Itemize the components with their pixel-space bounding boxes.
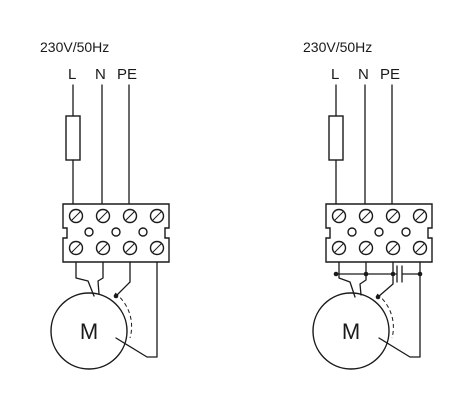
link-icon — [347, 227, 357, 237]
link-icon — [111, 227, 121, 237]
screw-icon — [122, 208, 138, 224]
pe-lead-right — [378, 261, 421, 358]
link-icon — [401, 227, 411, 237]
motor-lead-3-right — [377, 261, 394, 298]
supply-label-left: 230V/50Hz — [40, 39, 109, 55]
screw-icon — [68, 240, 84, 256]
screw-icon — [385, 208, 401, 224]
motor-label-right: M — [342, 319, 360, 344]
junction-dot — [333, 271, 339, 277]
screw-icon — [331, 240, 347, 256]
motor-circle-right — [312, 292, 390, 370]
supply-label-right: 230V/50Hz — [303, 39, 372, 55]
link-icon — [374, 227, 384, 237]
terminal-block-right — [325, 203, 433, 263]
capacitor-icon — [396, 265, 403, 283]
screw-icon — [385, 240, 401, 256]
terminal-label-n-right: N — [358, 66, 369, 83]
motor-circle-left — [50, 292, 128, 370]
link-icon — [84, 227, 94, 237]
terminal-label-n-left: N — [95, 66, 106, 83]
motor-lead-1-left — [75, 261, 95, 297]
screw-icon — [412, 208, 428, 224]
terminal-label-l-left: L — [68, 66, 76, 83]
terminal-label-pe-right: PE — [380, 66, 400, 83]
screw-icon — [358, 208, 374, 224]
motor-lead-2-right — [359, 261, 367, 296]
link-icon — [138, 227, 148, 237]
fuse-right — [328, 115, 344, 161]
pe-lead-left — [115, 261, 158, 358]
screw-icon — [149, 240, 165, 256]
screw-icon — [122, 240, 138, 256]
terminal-label-l-right: L — [331, 66, 339, 83]
motor-lead-2-left — [97, 261, 104, 295]
winding-arc-left — [114, 292, 133, 339]
terminal-screws-right — [331, 208, 428, 256]
screw-icon — [95, 208, 111, 224]
terminal-screws-left — [68, 208, 165, 256]
screw-icon — [95, 240, 111, 256]
diagram-left: 230V/50Hz L N PE — [40, 39, 170, 370]
terminal-label-pe-left: PE — [117, 66, 137, 83]
screw-icon — [412, 240, 428, 256]
motor-lead-1-right — [338, 261, 356, 298]
screw-icon — [331, 208, 347, 224]
terminal-block-left — [62, 203, 170, 263]
fuse-left — [65, 115, 81, 161]
screw-icon — [68, 208, 84, 224]
diagram-right: 230V/50Hz L N PE — [303, 39, 433, 370]
motor-label-left: M — [80, 319, 98, 344]
screw-icon — [149, 208, 165, 224]
screw-icon — [358, 240, 374, 256]
winding-arc-right — [376, 293, 394, 339]
motor-lead-3-left — [115, 261, 131, 297]
